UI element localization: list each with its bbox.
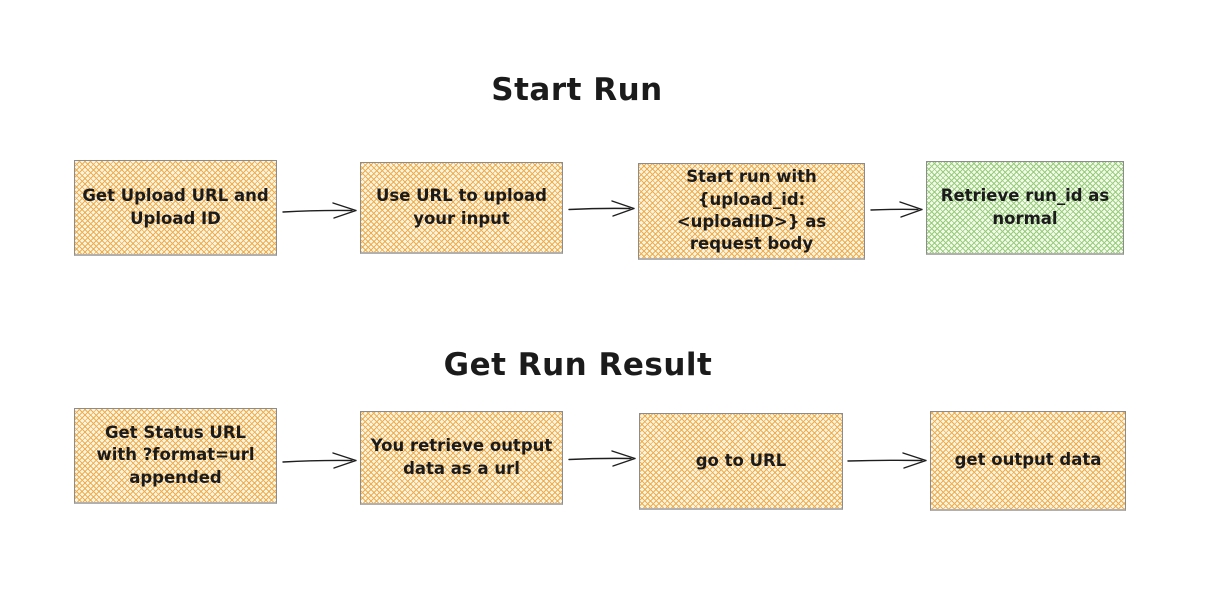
node-retrieve-output-url: You retrieve output data as a url [360, 411, 563, 505]
node-get-output-data: get output data [930, 411, 1126, 511]
node-retrieve-run-id: Retrieve run_id as normal [926, 161, 1124, 255]
flow-arrow [282, 202, 357, 219]
node-get-status-url: Get Status URL with ?format=url appended [74, 408, 277, 504]
flow-arrow [847, 452, 927, 469]
flow-arrow [870, 201, 923, 218]
flow-arrow [282, 452, 357, 469]
node-use-url-to-upload: Use URL to upload your input [360, 162, 563, 254]
flow-arrow [568, 450, 636, 467]
section-title-start-run: Start Run [491, 72, 663, 108]
node-go-to-url: go to URL [639, 413, 843, 510]
flow-arrow [568, 200, 635, 217]
node-start-run-request-body: Start run with {upload_id: <uploadID>} a… [638, 163, 865, 260]
section-title-get-run-result: Get Run Result [443, 347, 713, 383]
node-get-upload-url: Get Upload URL and Upload ID [74, 160, 277, 256]
